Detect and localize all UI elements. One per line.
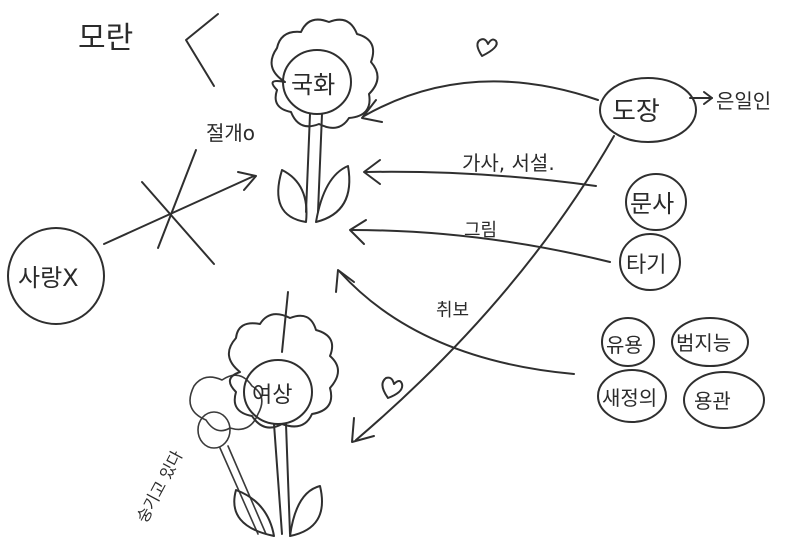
label-yonggwan: 용관 [694, 389, 731, 413]
angle-mark [185, 13, 219, 87]
label-moran: 모란 [78, 21, 133, 56]
label-munsa: 문사 [630, 190, 674, 218]
yuyong-circle [601, 317, 655, 367]
label-yuyong: 유용 [606, 333, 643, 357]
arrow-geurim [351, 229, 611, 263]
main-flower-center [243, 359, 313, 425]
arrow-dojang-to-flower [363, 80, 599, 117]
flower-stem-left [305, 113, 311, 213]
cross-stroke-2 [157, 149, 197, 249]
main-stem-right [285, 423, 291, 535]
arrow-yeosang-head [351, 417, 375, 443]
connector-line [281, 291, 289, 353]
dojang-circle [599, 77, 697, 143]
arrow-chwibo-head [335, 269, 355, 293]
label-jeolgaeo: 절개o [206, 121, 255, 145]
top-flower: 국화 [270, 18, 379, 223]
leaf-right [315, 165, 351, 223]
flower-petals [270, 18, 379, 129]
label-beomjineung: 범지능 [676, 331, 731, 355]
bottom-flower: 여상 [189, 313, 339, 537]
label-dojang: 도장 [612, 97, 660, 127]
bottom-leaf-left [233, 489, 275, 537]
label-yeosang: 여상 [252, 383, 292, 408]
leaf-left [277, 169, 308, 223]
arrow-geurim-head [349, 219, 367, 245]
cross-stroke-1 [141, 181, 215, 265]
love-x-circle [7, 227, 105, 325]
main-flower-petals [228, 313, 339, 429]
yonggwan-circle [683, 371, 765, 429]
flower-stem-right [317, 113, 323, 213]
flower-center [282, 49, 352, 115]
heart-icon-bottom [381, 376, 404, 399]
label-gukhwa: 국화 [291, 71, 335, 99]
main-stem-left [273, 423, 283, 535]
tagi-circle [619, 233, 681, 291]
love-arrow-line [103, 175, 255, 245]
arrow-gasa-head [363, 159, 381, 185]
love-arrow-head [237, 171, 257, 191]
label-eunilin: 은일인 [716, 89, 771, 113]
back-flower-center [197, 411, 231, 449]
label-geurim: 그림 [464, 220, 497, 241]
label-saengui: 새정의 [602, 386, 657, 410]
beomjineung-circle [671, 317, 749, 367]
back-stem-right [227, 445, 267, 535]
label-love-x: 사랑X [18, 264, 79, 292]
arrow-gasa [365, 170, 597, 187]
label-gasa-seolseol: 가사, 서설. [462, 151, 555, 175]
label-tagi: 타기 [626, 253, 666, 278]
bottom-leaf-right [289, 485, 323, 537]
munsa-circle [625, 173, 687, 231]
saengui-circle [597, 369, 667, 423]
arrow-dojang-to-yeosang [355, 135, 615, 441]
arrow-chwibo [339, 271, 575, 375]
label-chwibo: 취보 [436, 300, 469, 321]
eunilin-arrow-head [703, 91, 713, 105]
label-sugi: 숭기고 있다 [133, 447, 187, 526]
heart-icon-top [476, 38, 498, 57]
arrow-dojang-head [361, 99, 383, 123]
